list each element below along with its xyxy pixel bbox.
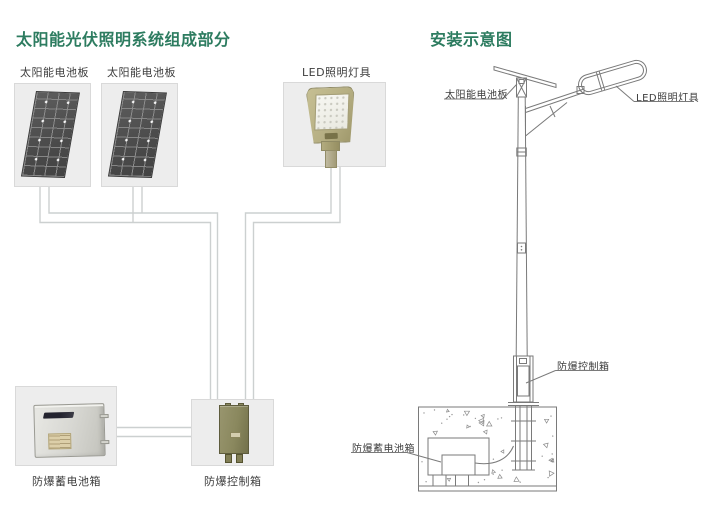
control-box-photo (219, 403, 249, 463)
battery-container (15, 386, 117, 466)
installation-section-title: 安装示意图 (430, 30, 513, 49)
battery-spec-label (48, 432, 72, 450)
battery-pit-drawing (427, 437, 514, 487)
control-cable-gland-left (225, 454, 232, 463)
led-panel-face (314, 93, 349, 130)
control-nameplate (230, 432, 241, 438)
wire-group (39, 166, 341, 438)
callout-led-label: LED照明灯具 (636, 93, 700, 104)
lamp-head-drawing (576, 59, 647, 96)
battery-hinge-top (99, 413, 109, 419)
battery-brand-logo (42, 411, 75, 419)
battery-box-photo (33, 403, 110, 458)
control-tab-right (238, 403, 244, 406)
foundation-texture (421, 408, 555, 485)
control-cable-gland-right (236, 454, 243, 463)
battery-hinge-bottom (100, 439, 110, 445)
lamp-arm-drawing (525, 88, 585, 138)
led-container (283, 82, 386, 168)
solar-panel-photo-2 (107, 91, 167, 179)
solar-panel-photo-1 (20, 91, 80, 179)
wire-led-right (252, 166, 341, 399)
led-lamp-pole-stub (325, 150, 337, 168)
led-label: LED照明灯具 (302, 66, 372, 79)
wire-panel1-outer (39, 186, 212, 399)
control-container (191, 399, 274, 466)
callout-battery-label: 防爆蓄电池箱 (352, 444, 415, 455)
panel-1-label: 太阳能电池板 (20, 66, 89, 79)
panel-2-label: 太阳能电池板 (107, 66, 176, 79)
installation-diagram (351, 59, 694, 492)
pole-solar-panel-drawing (493, 65, 557, 98)
panel-1-container (14, 83, 91, 187)
components-section-title: 太阳能光伏照明系统组成部分 (16, 30, 231, 49)
wire-led-left (244, 166, 332, 399)
panel-2-container (101, 83, 178, 187)
callout-leader-lines (351, 83, 694, 463)
pole-drawing (515, 96, 528, 357)
callout-panel-label: 太阳能电池板 (445, 90, 508, 101)
callout-control-label: 防爆控制箱 (557, 362, 610, 373)
pole-control-box-drawing (513, 355, 534, 403)
led-lamp-head (306, 86, 356, 144)
control-tab-left (225, 403, 231, 406)
led-lamp-nameplate (325, 133, 338, 139)
battery-label: 防爆蓄电池箱 (32, 475, 101, 488)
control-label: 防爆控制箱 (204, 475, 262, 488)
